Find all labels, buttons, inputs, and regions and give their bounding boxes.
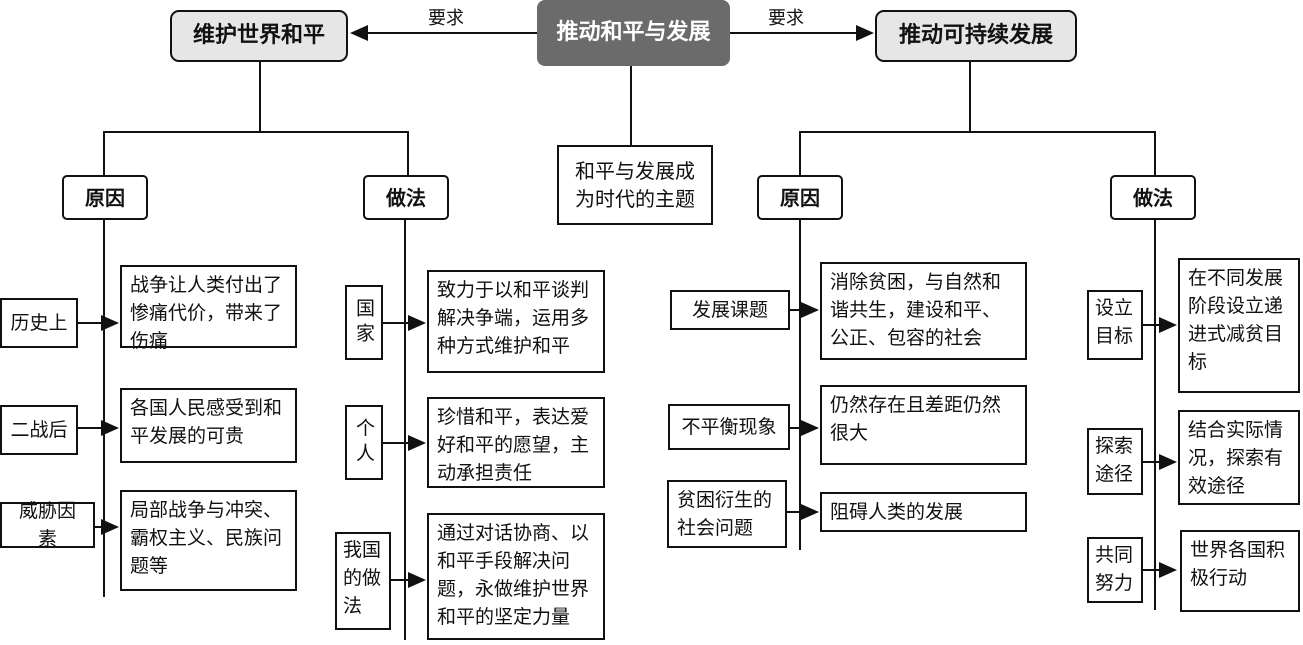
reason-key: 贫困衍生的社会问题 (667, 480, 787, 548)
method-key: 共同努力 (1087, 537, 1143, 603)
method-text: 在不同发展阶段设立递进式减贫目标 (1178, 258, 1300, 393)
method-text: 珍惜和平，表达爱好和平的愿望，主动承担责任 (427, 397, 605, 488)
reason-text: 阻碍人类的发展 (820, 492, 1027, 532)
method-text: 致力于以和平谈判解决争端，运用多种方式维护和平 (427, 270, 605, 373)
method-key: 个人 (345, 405, 383, 480)
require-label-left: 要求 (428, 8, 464, 29)
method-text: 通过对话协商、以和平手段解决问题，永做维护世界和平的坚定力量 (427, 513, 605, 640)
require-label-right: 要求 (768, 8, 804, 29)
theme-node: 和平与发展成为时代的主题 (557, 145, 713, 225)
method-key: 国家 (345, 285, 383, 360)
reason-text: 战争让人类付出了惨痛代价，带来了伤痛 (120, 265, 297, 352)
method-text: 结合实际情况，探索有效途径 (1178, 410, 1300, 505)
method-key: 我国的做法 (335, 532, 391, 630)
reason-text: 局部战争与冲突、霸权主义、民族问题等 (120, 490, 297, 591)
sustain-reason-node: 原因 (757, 175, 843, 220)
reason-key: 发展课题 (670, 290, 790, 330)
reason-text: 消除贫困，与自然和谐共生，建设和平、公正、包容的社会 (820, 262, 1027, 360)
reason-text: 仍然存在且差距仍然很大 (820, 385, 1027, 465)
reason-key: 二战后 (0, 405, 78, 455)
sustain-node: 推动可持续发展 (875, 10, 1077, 62)
reason-text: 各国人民感受到和平发展的可贵 (120, 388, 297, 463)
method-text: 世界各国积极行动 (1180, 530, 1300, 612)
reason-key: 历史上 (0, 298, 78, 348)
reason-key: 不平衡现象 (668, 404, 790, 450)
method-key: 探索途径 (1087, 428, 1143, 495)
hub-node: 推动和平与发展 (537, 0, 730, 66)
peace-method-node: 做法 (363, 175, 449, 220)
peace-reason-node: 原因 (62, 175, 148, 220)
peace-node: 维护世界和平 (170, 10, 348, 62)
method-key: 设立目标 (1087, 290, 1143, 360)
sustain-method-node: 做法 (1110, 175, 1196, 220)
reason-key: 威胁因素 (0, 500, 95, 550)
